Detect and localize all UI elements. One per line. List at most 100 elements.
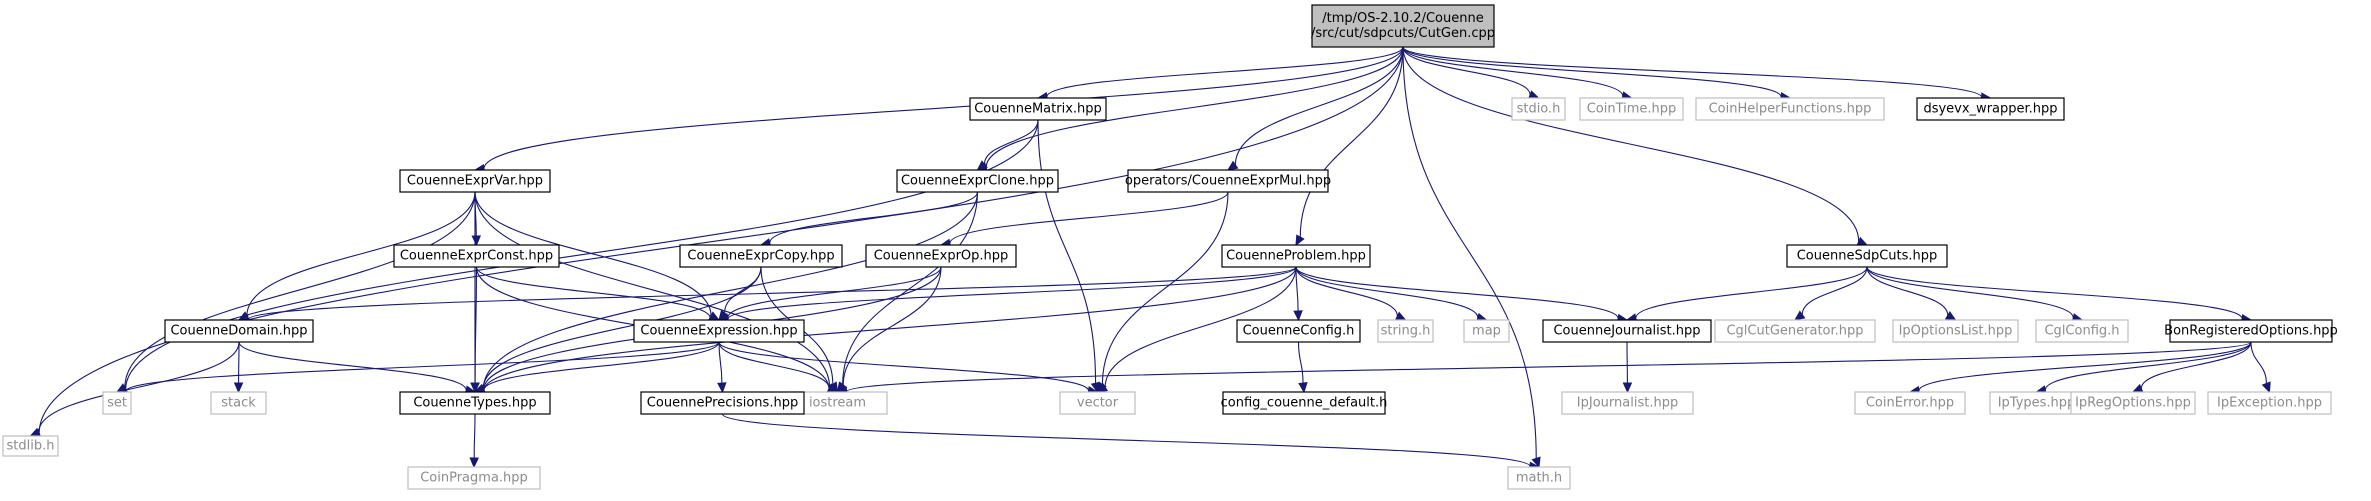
node-bonregopts[interactable]: BonRegisteredOptions.hpp — [2164, 319, 2338, 343]
edge-domain-to-stack — [233, 341, 244, 394]
node-box — [1221, 244, 1371, 268]
node-box — [640, 391, 805, 415]
edge-cutgen-to-cointime — [1402, 46, 1633, 101]
edge-cutgen-to-dsyevx — [1402, 46, 1992, 102]
node-label: IpException.hpp — [2217, 396, 2322, 411]
node-label: math.h — [1516, 471, 1562, 486]
edge-problem-to-journalist — [1295, 266, 1629, 324]
node-stdio: stdio.h — [1511, 97, 1566, 121]
node-label: CoinHelperFunctions.hpp — [1709, 102, 1872, 117]
node-label: CglConfig.h — [2044, 324, 2119, 339]
node-sdpcuts[interactable]: CouenneSdpCuts.hpp — [1786, 244, 1948, 268]
edge-config-to-configdefault — [1297, 341, 1308, 394]
node-box — [399, 391, 551, 415]
node-cglcutgen: CglCutGenerator.hpp — [1714, 319, 1876, 343]
edge-expression-to-types — [473, 341, 720, 395]
edge-exprconst-to-types — [470, 266, 480, 394]
node-box — [1916, 97, 2065, 121]
node-label: vector — [1077, 396, 1119, 411]
node-label: iostream — [809, 396, 866, 411]
node-box — [1511, 97, 1566, 121]
node-domain[interactable]: CouenneDomain.hpp — [164, 319, 314, 343]
node-exprconst[interactable]: CouenneExprConst.hpp — [393, 244, 560, 268]
node-box — [1786, 244, 1948, 268]
edge-bonregopts-to-iostream — [836, 341, 2252, 397]
node-coinpragma: CoinPragma.hpp — [407, 466, 541, 490]
node-box — [1059, 391, 1136, 415]
edge-cutgen-to-mathh — [1402, 46, 1541, 469]
node-exprop[interactable]: CouenneExprOp.hpp — [865, 244, 1017, 268]
node-box — [407, 466, 541, 490]
node-journalist[interactable]: CouenneJournalist.hpp — [1542, 319, 1712, 343]
node-exprmul[interactable]: operators/CouenneExprMul.hpp — [1125, 169, 1331, 193]
node-label: CouenneExprVar.hpp — [407, 174, 543, 189]
node-label: CouenneConfig.h — [1243, 324, 1355, 339]
edge-matrix-to-exprclone — [976, 119, 1039, 171]
node-label: CouenneExprConst.hpp — [400, 249, 553, 264]
edge-sdpcuts-to-bonregopts — [1866, 266, 2253, 324]
node-configdefault[interactable]: config_couenne_default.h — [1221, 391, 1388, 415]
node-box — [1463, 319, 1510, 343]
node-box — [1311, 4, 1495, 48]
node-coinhelper: CoinHelperFunctions.hpp — [1695, 97, 1885, 121]
edge-bonregopts-to-ipregoptions — [2131, 341, 2252, 393]
node-expression[interactable]: CouenneExpression.hpp — [633, 319, 805, 343]
node-box — [1561, 391, 1694, 415]
node-label: /tmp/OS-2.10.2/Couenne — [1322, 11, 1483, 26]
edge-problem-to-vector — [1096, 266, 1297, 393]
edge-domain-to-stdlib — [29, 341, 240, 437]
node-problem[interactable]: CouenneProblem.hpp — [1221, 244, 1371, 268]
node-mathh: math.h — [1507, 466, 1571, 490]
node-label: BonRegisteredOptions.hpp — [2164, 324, 2338, 339]
node-precisions[interactable]: CouennePrecisions.hpp — [640, 391, 805, 415]
node-label: CouenneExprClone.hpp — [901, 174, 1054, 189]
node-label: CglCutGenerator.hpp — [1726, 324, 1863, 339]
node-label: CouenneDomain.hpp — [170, 324, 307, 339]
node-exprvar[interactable]: CouenneExprVar.hpp — [399, 169, 551, 193]
node-label: CouenneMatrix.hpp — [974, 102, 1102, 117]
node-label: CoinTime.hpp — [1587, 102, 1677, 117]
node-label: set — [107, 396, 127, 411]
edge-expression-to-vector — [718, 341, 1099, 396]
node-box — [1579, 97, 1684, 121]
node-label: IpRegOptions.hpp — [2075, 396, 2191, 411]
node-label: CouenneSdpCuts.hpp — [1797, 249, 1938, 264]
node-label: config_couenne_default.h — [1221, 396, 1388, 411]
node-vector: vector — [1059, 391, 1136, 415]
node-set: set — [102, 391, 132, 415]
node-label: string.h — [1381, 324, 1431, 339]
node-box — [1236, 319, 1361, 343]
edge-cutgen-to-exprmul — [1226, 46, 1404, 171]
node-config[interactable]: CouenneConfig.h — [1236, 319, 1361, 343]
node-types[interactable]: CouenneTypes.hpp — [399, 391, 551, 415]
edge-expression-to-iostream — [718, 341, 839, 393]
edge-exprmul-to-vector — [1096, 191, 1229, 394]
node-stdlib: stdlib.h — [2, 435, 59, 457]
node-dsyevx[interactable]: dsyevx_wrapper.hpp — [1916, 97, 2065, 121]
node-label: CoinPragma.hpp — [420, 471, 528, 486]
node-box — [1127, 169, 1329, 193]
node-exprcopy[interactable]: CouenneExprCopy.hpp — [679, 244, 843, 268]
edge-bonregopts-to-ipexception — [2250, 341, 2271, 394]
node-exprclone[interactable]: CouenneExprClone.hpp — [896, 169, 1059, 193]
node-label: operators/CouenneExprMul.hpp — [1125, 174, 1331, 189]
node-iptypes: IpTypes.hpp — [1989, 391, 2084, 415]
node-label: CouenneJournalist.hpp — [1553, 324, 1700, 339]
node-ipexception: IpException.hpp — [2207, 391, 2332, 415]
edge-sdpcuts-to-cglcutgen — [1794, 266, 1868, 321]
node-box — [1377, 319, 1434, 343]
node-stringh: string.h — [1377, 319, 1434, 343]
node-label: CouenneTypes.hpp — [413, 396, 536, 411]
node-cutgen[interactable]: /tmp/OS-2.10.2/Couenne/src/cut/sdpcuts/C… — [1311, 4, 1495, 48]
edge-cutgen-to-exprvar — [473, 46, 1404, 174]
node-ipjournalist: IpJournalist.hpp — [1561, 391, 1694, 415]
node-matrix[interactable]: CouenneMatrix.hpp — [969, 97, 1107, 121]
node-box — [865, 244, 1017, 268]
node-ipoptionslist: IpOptionsList.hpp — [1892, 319, 2019, 343]
edge-types-to-coinpragma — [469, 413, 479, 469]
node-box — [633, 319, 805, 343]
edge-exprclone-to-types — [473, 191, 979, 393]
node-box — [1542, 319, 1712, 343]
node-box — [210, 391, 267, 415]
node-stack: stack — [210, 391, 267, 415]
